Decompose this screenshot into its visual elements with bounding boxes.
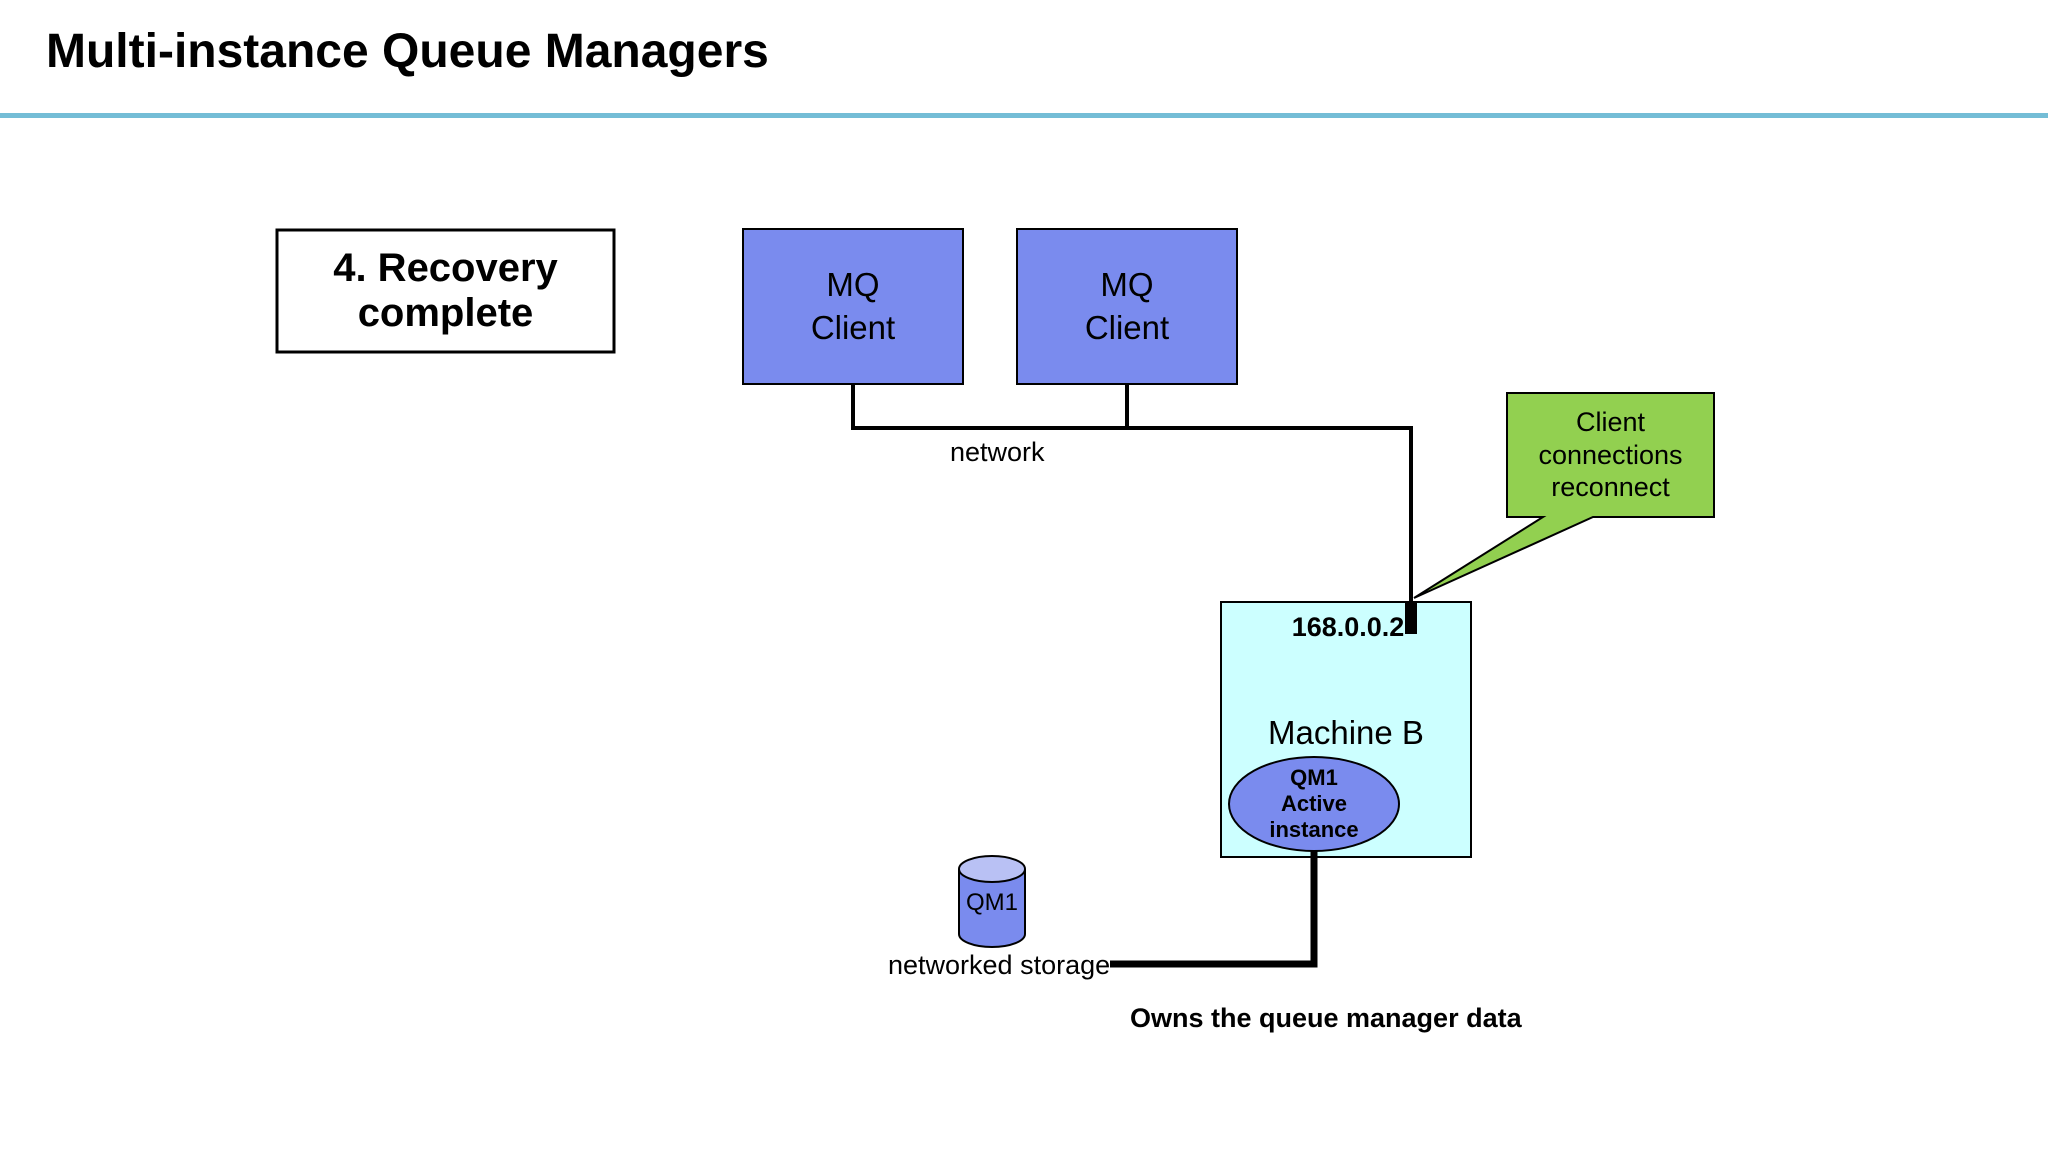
networked-storage-caption: networked storage — [888, 950, 1111, 980]
step-box — [275, 228, 616, 354]
mq-client-2-box — [1016, 228, 1238, 385]
mq-client-1-box — [742, 228, 964, 385]
storage-cylinder-top — [958, 855, 1026, 883]
owns-data-footnote: Owns the queue manager data — [1130, 1003, 1522, 1033]
machine-b-name: Machine B — [1268, 714, 1424, 751]
title-divider — [0, 113, 2048, 118]
storage-connector-line — [1110, 848, 1318, 968]
qm1-active-instance-ellipse — [1228, 756, 1400, 852]
mq-client-2-label: MQ Client — [1084, 266, 1170, 346]
mq-client-1-label: MQ Client — [810, 266, 896, 346]
storage-cylinder-body — [958, 869, 1026, 948]
step-label: 4. Recovery complete — [333, 246, 558, 335]
network-port-connector — [1405, 603, 1417, 634]
machine-b-ip: 168.0.0.2 — [1291, 612, 1405, 642]
storage-cylinder-label: QM1 — [965, 889, 1018, 916]
callout-label: Client connections reconnect — [1538, 407, 1683, 503]
qm1-active-instance-label: QM1 Active instance — [1269, 765, 1359, 842]
callout-bubble — [1413, 392, 1715, 599]
network-label: network — [950, 437, 1045, 467]
page-title: Multi-instance Queue Managers — [46, 25, 769, 78]
